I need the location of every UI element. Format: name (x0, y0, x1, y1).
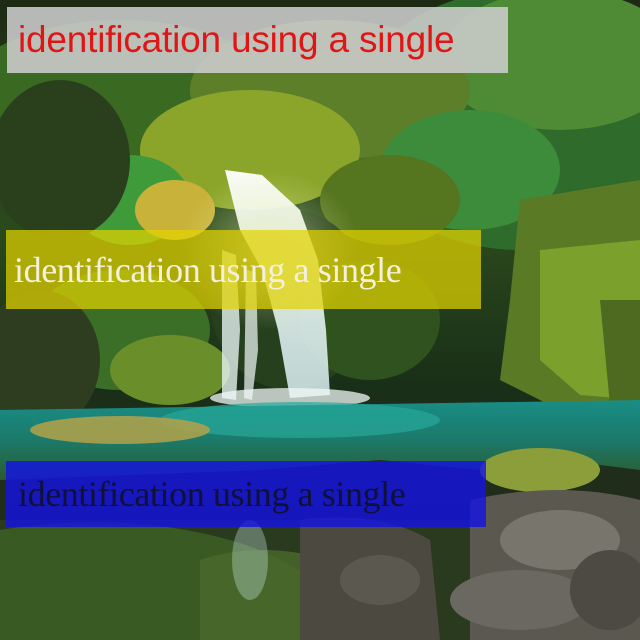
caption-text-white: identification using a single (14, 249, 402, 290)
caption-text-dark: identification using a single (18, 474, 406, 514)
caption-band-blue: identification using a single (6, 461, 486, 527)
caption-text-red: identification using a single (18, 19, 455, 60)
caption-band-yellow: identification using a single (6, 230, 481, 309)
caption-band-gray: identification using a single (7, 7, 508, 73)
